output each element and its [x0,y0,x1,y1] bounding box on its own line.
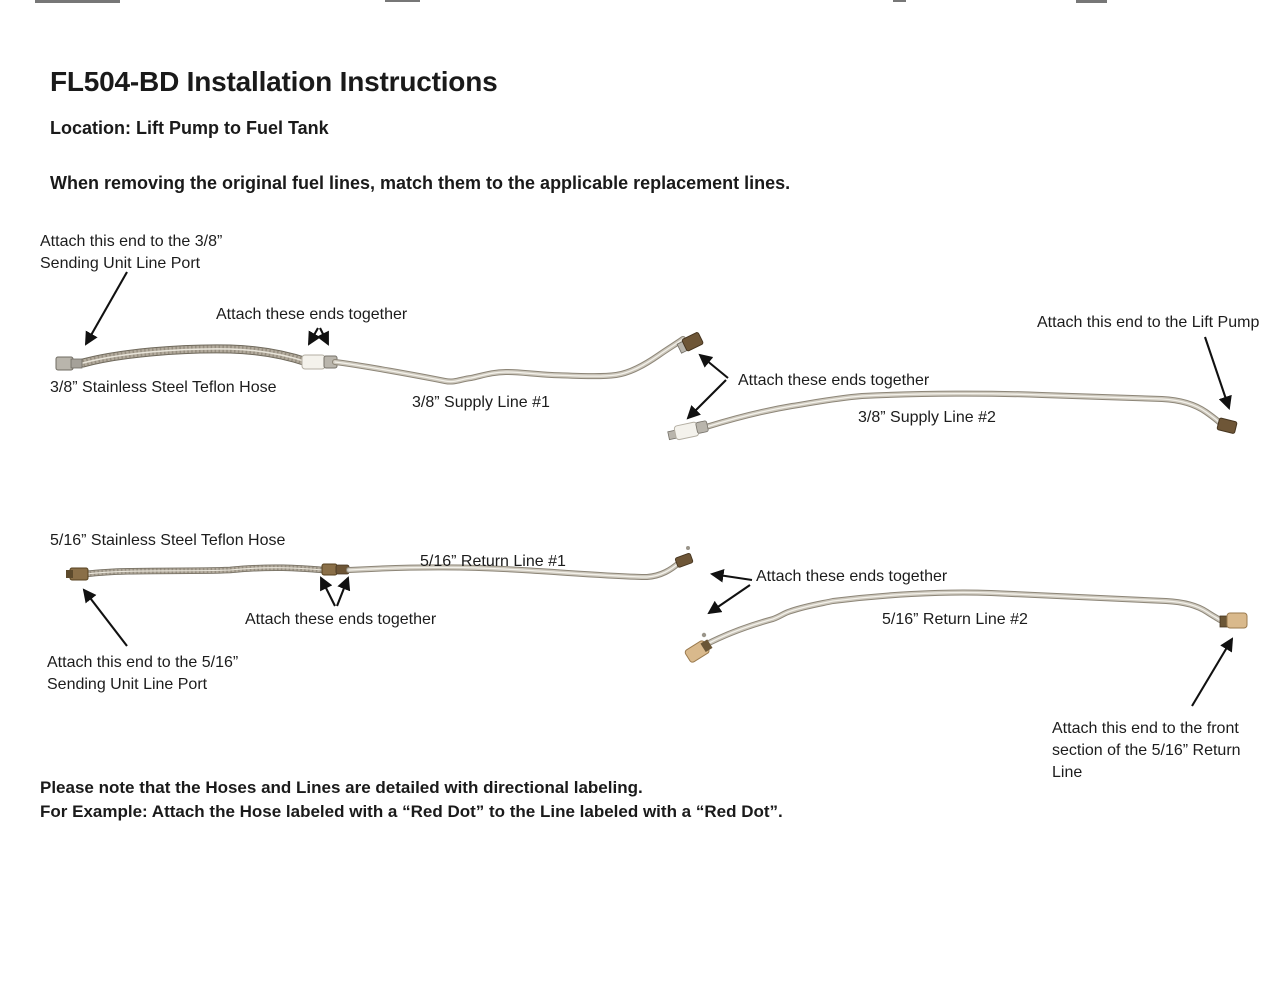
arrow-join-hose-line1-left [307,327,321,346]
supply-line-1 [332,336,686,385]
intro-line: When removing the original fuel lines, m… [50,173,791,193]
return-line-2 [702,589,1223,648]
annotation-join-return-lines: Attach these ends together [756,568,948,585]
arrow-to-front-section [1191,637,1234,707]
label-supply-line-1: 3/8” Supply Line #1 [412,394,550,411]
arrow-join-hose-line1-right [316,327,329,346]
supply-line-2-end-fitting [1216,417,1238,434]
footer-note: Please note that the Hoses and Lines are… [40,778,783,821]
arrow-to-sending-unit-3-8 [84,271,128,346]
supply-hose-left-fitting [55,356,83,371]
label-supply-hose: 3/8” Stainless Steel Teflon Hose [50,379,277,396]
annotation-join-hose-supply-line1: Attach these ends together [216,306,408,323]
label-supply-line-2: 3/8” Supply Line #2 [858,409,996,426]
arrow-join-return-hose-line1-left [320,576,336,607]
supply-line-2-start-fitting [667,420,709,441]
return-line-2-end-fitting [1219,612,1248,629]
arrow-join-supply-lines-lower [686,379,727,420]
page-title: FL504-BD Installation Instructions [50,66,498,97]
label-return-line-1: 5/16” Return Line #1 [420,553,566,570]
supply-hose [78,344,312,368]
annotation-attach-sending-unit-3-8: Attach this end to the 3/8” Sending Unit… [40,233,223,272]
return-junction-fitting [321,563,350,576]
annotation-attach-lift-pump: Attach this end to the Lift Pump [1037,314,1260,331]
annotation-arrows [82,271,1234,707]
arrow-to-sending-unit-5-16 [82,588,128,647]
top-edge-marks [35,0,1107,3]
supply-hose-right-fitting [301,354,338,370]
return-hose [82,564,327,578]
return-line-2-start-fitting [684,632,713,663]
arrow-join-return-lines-upper [709,568,753,583]
annotation-attach-sending-unit-5-16: Attach this end to the 5/16” Sending Uni… [47,654,239,693]
return-line-1 [346,559,683,581]
return-line-1-end-fitting [674,546,694,568]
supply-line-2 [703,390,1223,430]
label-return-hose: 5/16” Stainless Steel Teflon Hose [50,532,286,549]
location-line: Location: Lift Pump to Fuel Tank [50,118,329,138]
arrow-join-return-lines-lower [707,584,751,615]
arrow-to-lift-pump [1204,336,1232,410]
arrow-join-supply-lines-upper [698,353,729,379]
label-return-line-2: 5/16” Return Line #2 [882,611,1028,628]
annotation-join-supply-lines: Attach these ends together [738,372,930,389]
supply-line-1-end-fitting [676,332,704,354]
annotation-join-hose-return-line1: Attach these ends together [245,611,437,628]
arrow-join-return-hose-line1-right [336,576,351,607]
return-hose-left-fitting [66,567,89,581]
annotation-attach-front-section: Attach this end to the front section of … [1052,720,1241,781]
